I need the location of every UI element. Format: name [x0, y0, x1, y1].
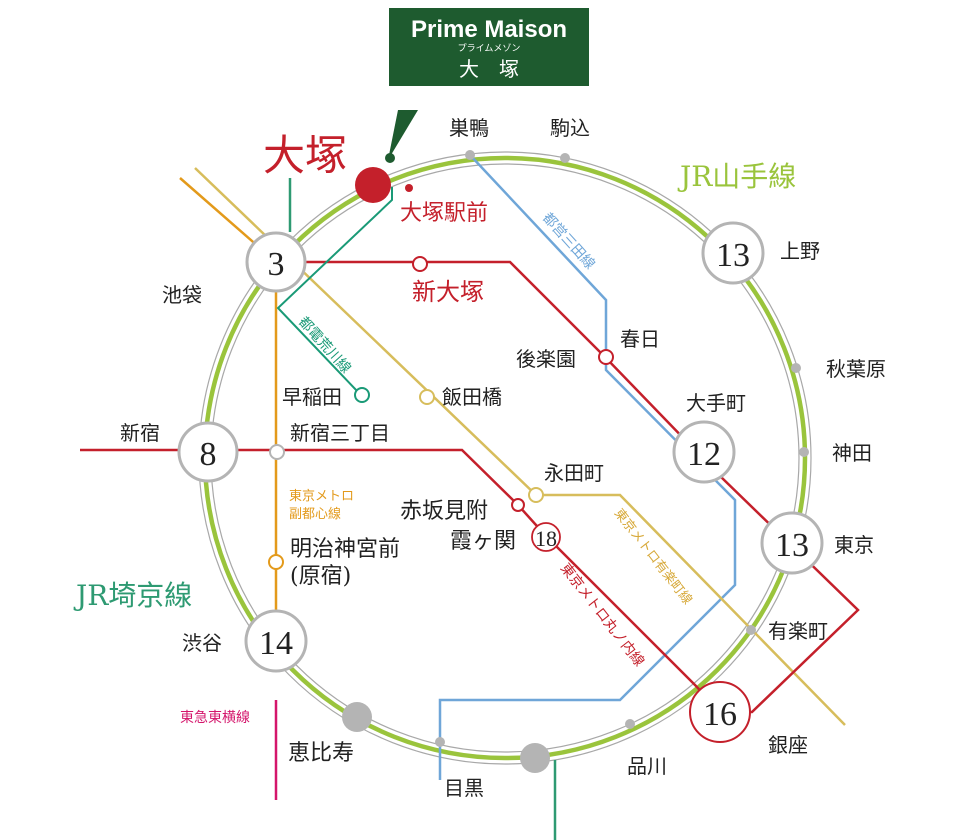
otsuka-ekimae-label: 大塚駅前 — [400, 201, 488, 226]
mita-line — [438, 154, 737, 780]
arakawa-label: 都電荒川線 — [295, 314, 354, 377]
akihabara-label: 秋葉原 — [826, 357, 886, 381]
otsuka-label: 大塚 — [263, 131, 347, 180]
iidabashi-dot — [419, 389, 435, 405]
saikyo-label: JR埼京線 — [73, 579, 192, 612]
marunouchi-label: 東京メトロ丸ノ内線 — [557, 561, 647, 670]
akasaka-mitsuke-label: 赤坂見附 — [400, 499, 488, 524]
ikebukuro-label: 池袋 — [162, 283, 202, 307]
time-ikebukuro: 3 — [245, 231, 307, 293]
brand-kana: プライムメゾン — [458, 43, 521, 53]
time-otemachi: 12 — [672, 420, 736, 484]
svg-text:13: 13 — [775, 527, 809, 564]
meiji-jingumae-label: 明治神宮前 — [290, 537, 400, 562]
shin-otsuka-dot — [412, 256, 428, 272]
yurakucho-label: 東京メトロ有楽町線 — [611, 506, 696, 608]
meguro-dot — [435, 737, 445, 747]
arakawa-line — [276, 187, 393, 393]
ginza-label: 銀座 — [768, 733, 808, 757]
kanda-label: 神田 — [832, 441, 872, 465]
waseda-dot — [354, 387, 370, 403]
harajuku-label: (原宿) — [290, 564, 351, 589]
shin-otsuka-label: 新大塚 — [412, 278, 484, 306]
meguro-label: 目黒 — [444, 776, 484, 800]
kasumigaseki-label: 霞ヶ関 — [450, 529, 516, 554]
fukutoshin-label-2: 副都心線 — [289, 506, 341, 522]
tokyo-label: 東京 — [834, 533, 874, 557]
time-ginza: 16 — [689, 681, 751, 743]
iidabashi-label: 飯田橋 — [442, 385, 502, 409]
nagatacho-label: 永田町 — [544, 461, 604, 485]
svg-text:3: 3 — [268, 246, 285, 283]
nagatacho-dot — [528, 487, 544, 503]
svg-text:18: 18 — [535, 526, 557, 551]
waseda-label: 早稲田 — [282, 385, 342, 409]
komagome-label: 駒込 — [550, 116, 590, 140]
sugamo-dot — [465, 150, 475, 160]
shinagawa-dot — [625, 719, 635, 729]
brand-location: 大 塚 — [459, 57, 519, 81]
yurakucho-line — [194, 167, 846, 726]
otsuka-ekimae-dot — [405, 184, 413, 192]
meguro-big-dot — [520, 743, 550, 773]
kasuga-label: 春日 — [620, 327, 660, 351]
svg-text:16: 16 — [703, 696, 737, 733]
shinjuku-sanchome-label: 新宿三丁目 — [290, 421, 390, 445]
svg-text:14: 14 — [259, 625, 293, 662]
svg-text:8: 8 — [200, 436, 217, 473]
yurakucho-dot — [746, 625, 756, 635]
yamanote-label: JR山手線 — [677, 160, 796, 193]
time-shinjuku: 8 — [177, 421, 239, 483]
time-ueno: 13 — [701, 221, 765, 285]
korakuen-label: 後楽園 — [516, 347, 576, 371]
brand-callout: Prime Maison プライムメゾン 大 塚 — [385, 8, 589, 163]
sugamo-label: 巣鴨 — [449, 116, 489, 140]
ueno-label: 上野 — [780, 239, 820, 263]
akihabara-dot — [791, 363, 801, 373]
svg-text:12: 12 — [687, 436, 721, 473]
ebisu-label: 恵比寿 — [288, 741, 354, 766]
akasaka-mitsuke-dot — [511, 498, 525, 512]
shinjuku-sanchome-dot — [269, 444, 285, 460]
shibuya-label: 渋谷 — [182, 631, 222, 655]
otemachi-label: 大手町 — [686, 391, 746, 415]
kanda-dot — [799, 447, 809, 457]
time-tokyo: 13 — [760, 511, 824, 575]
brand-name: Prime Maison — [411, 16, 567, 43]
korakuen-dot — [598, 349, 614, 365]
shinjuku-label: 新宿 — [120, 421, 160, 445]
toyoko-label: 東急東横線 — [180, 710, 250, 726]
komagome-dot — [560, 153, 570, 163]
yurakucho-label: 有楽町 — [768, 619, 828, 643]
meiji-jingumae-dot — [268, 554, 284, 570]
shinagawa-label: 品川 — [627, 754, 667, 778]
time-shibuya: 14 — [244, 609, 308, 673]
time-kasumigaseki: 18 — [531, 522, 561, 552]
otsuka-station-dot — [355, 167, 391, 203]
svg-text:13: 13 — [716, 237, 750, 274]
ebisu-dot — [342, 702, 372, 732]
fukutoshin-label-1: 東京メトロ — [289, 488, 354, 504]
mita-label: 都営三田線 — [539, 210, 598, 273]
